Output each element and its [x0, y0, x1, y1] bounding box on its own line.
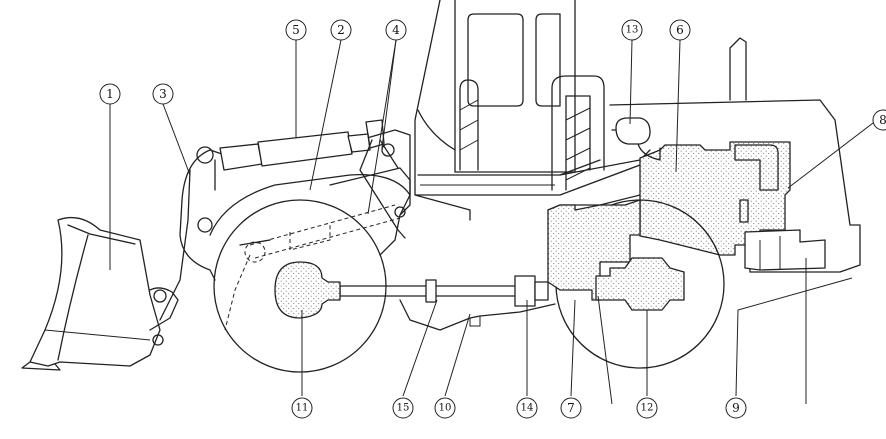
callout-11-label: 11 [296, 403, 309, 414]
callout-2-label: 2 [337, 23, 345, 37]
callout-7: 7 [560, 397, 582, 419]
callout-4-label: 4 [392, 23, 400, 37]
callout-9-label: 9 [732, 401, 740, 415]
transmission [547, 199, 641, 301]
callout-10-label: 10 [439, 403, 452, 414]
lift-cylinder [219, 119, 385, 171]
callout-14: 14 [516, 397, 538, 419]
callout-1-label: 1 [106, 87, 114, 101]
callout-9: 9 [725, 397, 747, 419]
loader-arm [149, 159, 216, 346]
callout-3: 3 [152, 83, 174, 105]
callout-14-label: 14 [521, 403, 534, 414]
callout-5: 5 [285, 19, 307, 41]
leader-lines [109, 39, 874, 405]
callout-1: 1 [99, 83, 121, 105]
callout-13-label: 13 [626, 25, 639, 36]
callout-6: 6 [669, 19, 691, 41]
callout-7-label: 7 [567, 401, 575, 415]
callout-11: 11 [291, 397, 313, 419]
cab [414, 0, 641, 221]
callout-15: 15 [392, 397, 414, 419]
callout-15-label: 15 [397, 403, 410, 414]
radiator [744, 229, 826, 271]
turbocharger [611, 117, 661, 161]
callout-10: 10 [434, 397, 456, 419]
callout-3-label: 3 [159, 87, 167, 101]
rear-axle [595, 257, 685, 311]
callout-4: 4 [385, 19, 407, 41]
callout-5-label: 5 [292, 23, 300, 37]
propeller-shaft [339, 275, 549, 307]
callout-12: 12 [636, 397, 658, 419]
front-frame [179, 129, 556, 331]
callout-13: 13 [621, 19, 643, 41]
callout-8: 8 [872, 109, 886, 131]
callout-6-label: 6 [676, 23, 684, 37]
bucket [21, 216, 161, 371]
tilt-cylinder [224, 204, 401, 331]
callout-2: 2 [330, 19, 352, 41]
callout-8-label: 8 [879, 113, 886, 127]
callout-12-label: 12 [641, 403, 654, 414]
boom [329, 139, 411, 239]
front-wheel [213, 199, 387, 373]
front-axle [274, 261, 341, 319]
